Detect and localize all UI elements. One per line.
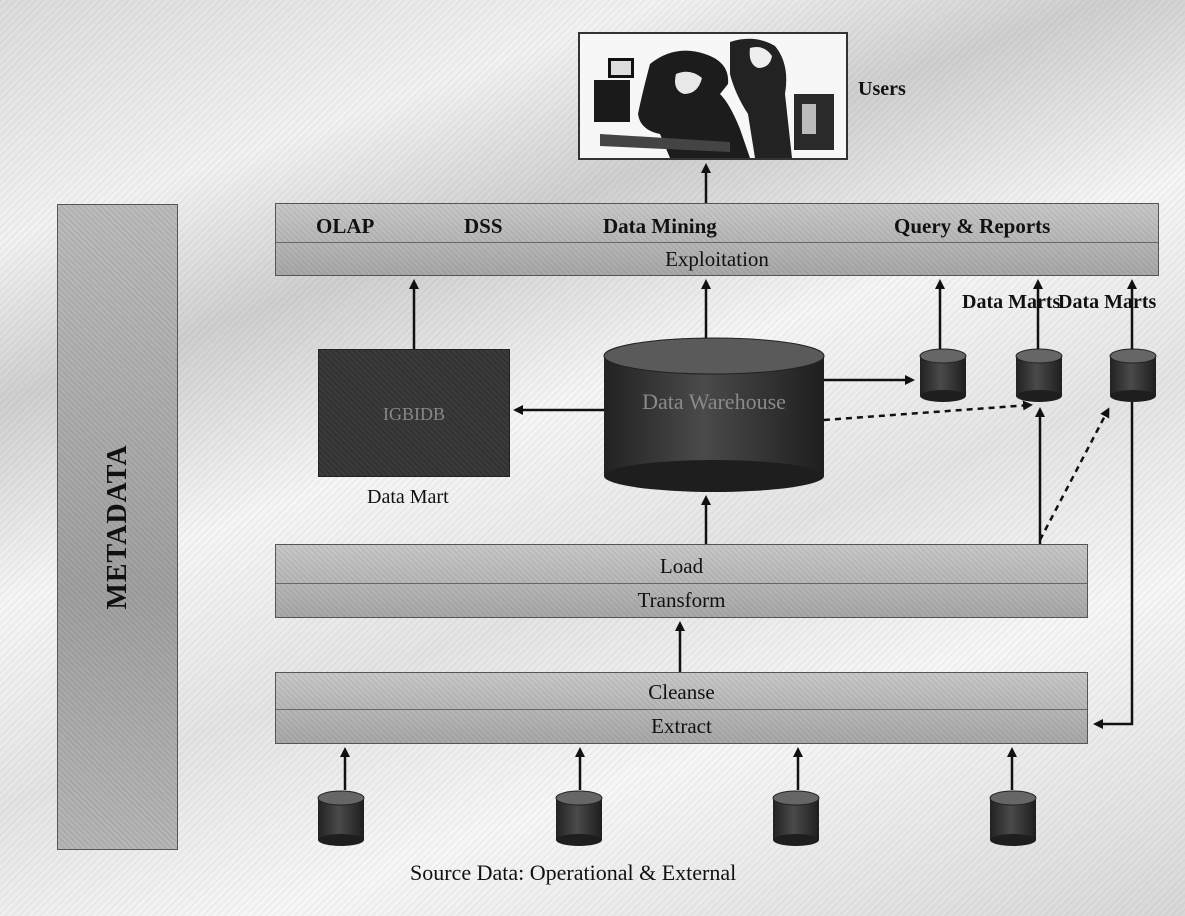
source-cylinder-2 xyxy=(555,790,603,846)
data-mart-cylinder-2 xyxy=(1015,348,1063,402)
users-label: Users xyxy=(858,78,906,100)
data-warehouse-cylinder xyxy=(603,337,825,492)
exploitation-label: Exploitation xyxy=(665,246,769,271)
source-cylinder-1 xyxy=(317,790,365,846)
transform-label: Transform xyxy=(637,587,726,612)
arrow-mart3-to-extract xyxy=(1093,402,1134,729)
arrow-load-to-mart3 xyxy=(1038,407,1110,541)
cleanse-label: Cleanse xyxy=(648,679,715,704)
data-mart-box: IGBIDB xyxy=(318,349,510,477)
data-mart-caption: Data Mart xyxy=(367,486,449,508)
cleanse-extract-bar: Cleanse Extract xyxy=(275,672,1088,744)
tool-query-reports: Query & Reports xyxy=(894,214,1051,238)
exploitation-bar: OLAP DSS Data Mining Query & Reports Exp… xyxy=(275,203,1159,276)
data-warehouse-label: Data Warehouse xyxy=(642,389,786,414)
exploitation-tools: OLAP DSS Data Mining Query & Reports xyxy=(276,204,1158,248)
data-mart-cylinder-1 xyxy=(919,348,967,402)
source-caption: Source Data: Operational & External xyxy=(410,860,737,885)
load-transform-divider xyxy=(276,583,1087,584)
data-mart-box-text: IGBIDB xyxy=(383,404,445,424)
load-label: Load xyxy=(659,553,704,578)
source-cylinder-4 xyxy=(989,790,1037,846)
extract-label: Extract xyxy=(651,713,712,738)
cleanse-extract-divider xyxy=(276,709,1087,710)
tool-data-mining: Data Mining xyxy=(603,214,717,238)
exploitation-divider xyxy=(276,242,1158,243)
tool-dss: DSS xyxy=(464,214,503,238)
data-mart-cylinder-3 xyxy=(1109,348,1157,402)
metadata-bar: METADATA xyxy=(57,204,178,850)
arrow-warehouse-to-mart2 xyxy=(823,400,1033,422)
users-illustration xyxy=(580,34,846,158)
load-transform-bar: Load Transform xyxy=(275,544,1088,618)
tool-olap: OLAP xyxy=(316,214,375,238)
users-image xyxy=(578,32,848,160)
source-cylinder-3 xyxy=(772,790,820,846)
